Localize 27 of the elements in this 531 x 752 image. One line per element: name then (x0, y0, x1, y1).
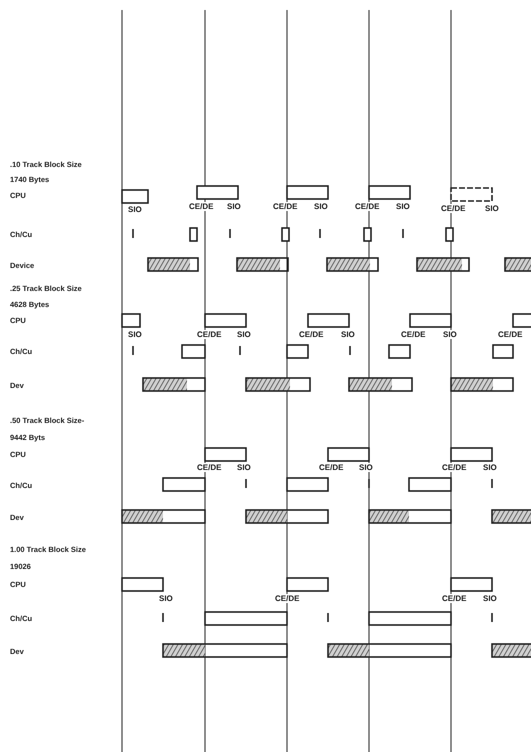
event-label: SIO (158, 594, 174, 603)
event-label: SIO (482, 463, 498, 472)
event-label: CE/DE (441, 594, 468, 603)
event-label: CE/DE (298, 330, 324, 339)
event-label: SIO (484, 204, 500, 213)
event-label: SIO (482, 594, 498, 603)
event-label: CE/DE (274, 594, 300, 603)
event-label: CE/DE (188, 202, 214, 211)
event-label: CE/DE (400, 330, 426, 339)
event-label: CE/DE (440, 204, 466, 213)
event-label: SIO (127, 205, 143, 214)
event-label: CE/DE (318, 463, 344, 472)
event-label: SIO (340, 330, 356, 339)
event-label: SIO (313, 202, 329, 211)
event-label: CE/DE (272, 202, 298, 211)
event-label: CE/DE (196, 330, 222, 339)
event-label: SIO (236, 463, 252, 472)
event-label: CE/DE (497, 330, 524, 339)
event-label: SIO (127, 330, 143, 339)
event-label: SIO (236, 330, 252, 339)
event-label: SIO (358, 463, 374, 472)
event-label: CE/DE (441, 463, 468, 472)
event-label: SIO (395, 202, 411, 211)
event-label: CE/DE (196, 463, 222, 472)
event-label: CE/DE (354, 202, 380, 211)
event-label: SIO (226, 202, 242, 211)
event-label: SIO (442, 330, 458, 339)
